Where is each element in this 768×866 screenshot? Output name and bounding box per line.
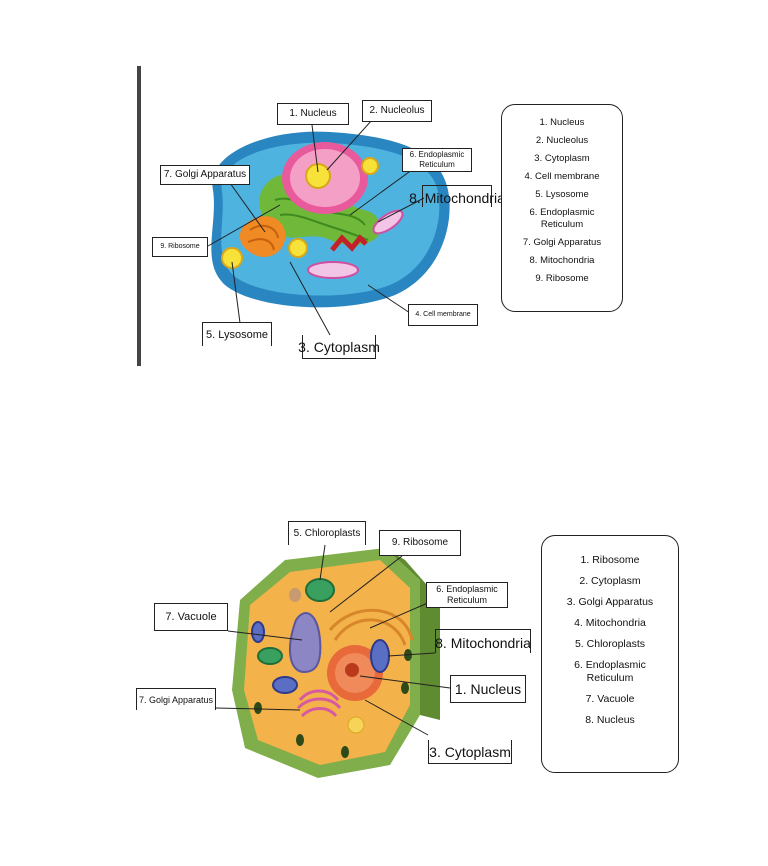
key-item: 8. Nucleus bbox=[585, 714, 635, 726]
key-item: 7. Vacuole bbox=[585, 693, 635, 705]
key-item: 9. Ribosome bbox=[535, 273, 589, 284]
label-chloroplasts: 5. Chloroplasts bbox=[288, 521, 366, 545]
key-item: 1. Nucleus bbox=[539, 117, 585, 128]
key-item: 8. Mitochondria bbox=[529, 255, 595, 266]
key-item: 2. Nucleolus bbox=[535, 135, 589, 146]
label-mitochondria: 8. Mitochondria bbox=[435, 629, 531, 653]
label-nucleolus: 2. Nucleolus bbox=[362, 100, 432, 122]
plant-cell-key-box: 1. Ribosome 2. Cytoplasm 3. Golgi Appara… bbox=[541, 535, 679, 773]
label-ribosome: 9. Ribosome bbox=[152, 237, 208, 257]
key-item: 5. Lysosome bbox=[535, 189, 589, 200]
animal-cell-key-box: 1. Nucleus 2. Nucleolus 3. Cytoplasm 4. … bbox=[501, 104, 623, 312]
key-item: 3. Golgi Apparatus bbox=[566, 596, 654, 608]
key-item: 5. Chloroplasts bbox=[574, 638, 646, 650]
key-item: 4. Mitochondria bbox=[574, 617, 646, 629]
label-golgi-apparatus: 7. Golgi Apparatus bbox=[160, 165, 250, 185]
label-lysosome: 5. Lysosome bbox=[202, 322, 272, 346]
label-nucleus: 1. Nucleus bbox=[450, 675, 526, 703]
label-golgi-apparatus: 7. Golgi Apparatus bbox=[136, 688, 216, 710]
label-cytoplasm: 3. Cytoplasm bbox=[428, 740, 512, 764]
key-item: 1. Ribosome bbox=[580, 554, 640, 566]
key-item: 7. Golgi Apparatus bbox=[522, 237, 602, 248]
key-item: 2. Cytoplasm bbox=[579, 575, 641, 587]
label-nucleus: 1. Nucleus bbox=[277, 103, 349, 125]
key-item: 6. Endoplasmic Reticulum bbox=[574, 659, 646, 684]
key-item: 4. Cell membrane bbox=[524, 171, 600, 182]
label-cell-membrane: 4. Cell membrane bbox=[408, 304, 478, 326]
label-ribosome: 9. Ribosome bbox=[379, 530, 461, 556]
left-divider-bar bbox=[137, 66, 141, 366]
label-endoplasmic-reticulum: 6. Endoplasmic Reticulum bbox=[402, 148, 472, 172]
label-mitochondria: 8. Mitochondria bbox=[409, 185, 505, 207]
label-endoplasmic-reticulum: 6. Endoplasmic Reticulum bbox=[426, 582, 508, 608]
key-item: 3. Cytoplasm bbox=[534, 153, 590, 164]
label-vacuole: 7. Vacuole bbox=[154, 603, 228, 631]
label-cytoplasm: 3. Cytoplasm bbox=[298, 335, 380, 359]
key-item: 6. Endoplasmic Reticulum bbox=[529, 207, 595, 230]
